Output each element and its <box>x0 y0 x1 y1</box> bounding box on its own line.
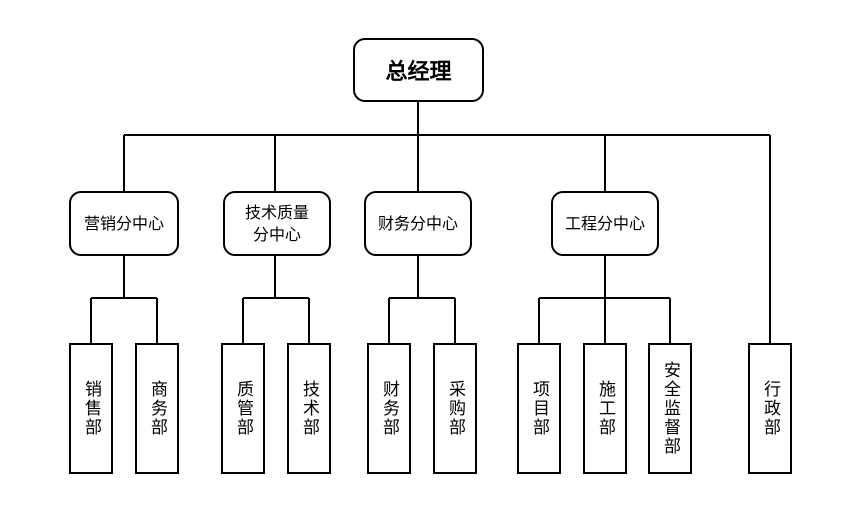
node-label: 商务部 <box>147 380 167 437</box>
node-label: 工程分中心 <box>564 213 645 233</box>
node-label: 销售部 <box>81 380 101 437</box>
node-label: 财务部 <box>379 380 399 437</box>
node-tech-quality-center: 技术质量 分中心 <box>223 191 331 256</box>
node-construction-dept: 施工部 <box>583 343 627 474</box>
node-label: 采购部 <box>445 380 465 437</box>
node-label: 财务分中心 <box>377 213 458 233</box>
node-financial-dept: 财务部 <box>367 343 411 474</box>
node-business-dept: 商务部 <box>135 343 179 474</box>
node-label: 技术部 <box>299 380 319 437</box>
node-label: 营销分中心 <box>83 213 164 233</box>
node-label: 质管部 <box>233 380 253 437</box>
node-marketing-center: 营销分中心 <box>69 191 179 256</box>
node-label: 安全监督部 <box>660 361 680 456</box>
node-label-line-1: 技术质量 <box>244 202 309 222</box>
node-sales-dept: 销售部 <box>69 343 113 474</box>
node-purchasing-dept: 采购部 <box>433 343 477 474</box>
node-safety-supervision-dept: 安全监督部 <box>648 343 692 474</box>
node-engineering-center: 工程分中心 <box>551 191 659 256</box>
node-label-line-2: 分中心 <box>252 224 301 244</box>
node-quality-control-dept: 质管部 <box>221 343 265 474</box>
node-technical-dept: 技术部 <box>287 343 331 474</box>
node-label: 总经理 <box>385 60 452 85</box>
node-label: 项目部 <box>529 380 549 437</box>
node-label: 行政部 <box>760 380 780 437</box>
node-project-dept: 项目部 <box>517 343 561 474</box>
node-label: 施工部 <box>595 380 615 437</box>
node-finance-center: 财务分中心 <box>364 191 472 256</box>
node-general-manager: 总经理 <box>353 38 484 102</box>
node-administration-dept: 行政部 <box>748 343 792 474</box>
